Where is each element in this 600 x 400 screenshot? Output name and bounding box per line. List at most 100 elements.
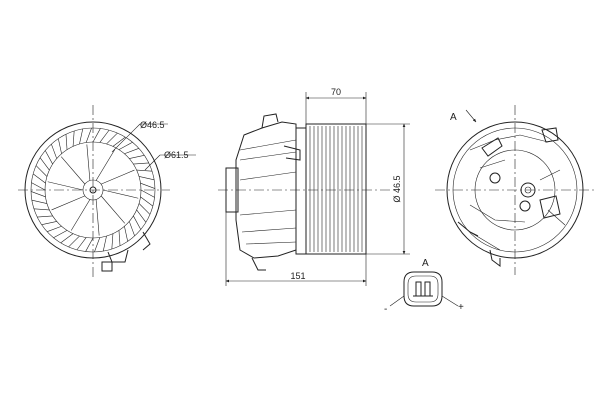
fan-blade: [140, 182, 156, 189]
fan-blade: [128, 221, 135, 237]
fan-blade: [99, 129, 110, 143]
connector-detail-view: A - +: [384, 258, 464, 315]
front-inner-diameter-label: Ø46.5: [140, 120, 165, 130]
fan-blade: [76, 237, 87, 251]
fan-blade: [60, 233, 74, 244]
shaft-center: [89, 186, 97, 194]
side-latch: [283, 145, 301, 161]
outer-housing-ring: [24, 121, 162, 259]
hub-spoke: [100, 169, 135, 185]
fan-blade: [124, 148, 140, 155]
positive-terminal-leader: [441, 295, 459, 307]
side-bottom-tab: [251, 257, 266, 271]
rear-clip-right: [539, 195, 561, 219]
fan-blade: [85, 127, 92, 143]
terminal-pin-positive: [424, 281, 431, 297]
blade-outer-ring: [30, 127, 156, 253]
front-view-fan-wheel: Ø46.5 Ø61.5: [18, 105, 196, 278]
fan-blade: [140, 189, 155, 198]
terminal-pin-negative: [415, 281, 422, 297]
fan-blade: [112, 136, 126, 147]
connector-stub: [101, 261, 113, 272]
left-end-cap: [225, 167, 239, 213]
fan-blade: [44, 150, 53, 165]
side-diameter-label: Ø 46.5: [392, 175, 402, 202]
fan-blade: [94, 237, 101, 253]
rear-clip-top: [541, 127, 559, 143]
fan-blade-group: [30, 127, 156, 253]
fan-blade: [35, 165, 48, 177]
hub-spoke: [95, 199, 100, 236]
connector-view-marker: A: [422, 258, 429, 269]
hub-spoke: [51, 195, 86, 211]
side-depth-label: 70: [331, 87, 341, 97]
rear-frame-struts: [469, 134, 566, 251]
fan-blade: [133, 162, 149, 165]
hub-spoke: [61, 156, 86, 185]
rear-shaft-boss: [520, 182, 536, 198]
fan-blade: [111, 233, 114, 250]
fan-blade: [31, 199, 48, 204]
fan-cage: [305, 123, 367, 255]
fan-blade: [68, 235, 80, 248]
fan-blade: [118, 141, 133, 150]
hub-spoke: [100, 195, 125, 224]
hub-spoke: [70, 199, 91, 231]
fan-blade: [46, 225, 62, 232]
fan-blade: [133, 215, 142, 230]
inner-diameter-leader: [111, 123, 141, 153]
rear-mount-left: [457, 221, 479, 237]
fan-blade: [106, 132, 118, 145]
fan-blade: [140, 196, 154, 207]
housing-top-clip: [261, 113, 279, 129]
side-view-blower: 70 Ø 46.5 151: [218, 87, 410, 286]
fan-blade: [30, 191, 46, 198]
connector-inner-wall: [407, 275, 439, 303]
fan-blade: [129, 155, 145, 159]
connector-housing: [403, 271, 443, 307]
fan-blade: [32, 173, 46, 184]
fan-blade: [136, 169, 153, 172]
hub-spoke: [102, 189, 139, 199]
motor-housing-outline: [235, 121, 297, 259]
hub-spokes: [47, 144, 139, 236]
fan-blade: [102, 235, 107, 252]
front-outer-diameter-label: Ø61.5: [164, 150, 189, 160]
fan-blade: [124, 226, 128, 242]
fan-fins: [309, 126, 363, 252]
hub-ring: [82, 179, 104, 201]
hub-spoke: [95, 149, 116, 181]
housing-ribs: [239, 139, 297, 245]
fan-blade: [85, 237, 94, 252]
fan-blade: [136, 209, 147, 223]
flange-plate: [295, 127, 307, 255]
fan-blade: [138, 203, 151, 215]
fan-blade: [39, 157, 50, 171]
fan-blade: [138, 176, 155, 181]
hub-spoke: [47, 181, 84, 191]
hub-spoke: [86, 144, 91, 181]
fan-blade: [41, 221, 57, 225]
fan-blade: [79, 128, 84, 145]
fan-blade: [92, 128, 101, 143]
terminal-positive-label: +: [458, 302, 464, 313]
fan-blade: [58, 138, 62, 154]
rear-motor-ring: [474, 149, 556, 231]
rear-outer-ring: [446, 121, 584, 259]
fan-blade: [31, 182, 46, 191]
fan-blade: [72, 130, 75, 147]
rear-clip-upper: [481, 137, 503, 157]
fan-blade: [37, 215, 53, 218]
fan-blade: [65, 134, 68, 150]
negative-terminal-leader: [389, 295, 405, 307]
rear-view-marker: A: [450, 112, 457, 123]
rear-bearing-left: [489, 172, 501, 184]
fan-blade: [118, 230, 121, 246]
rear-view-motor: A: [435, 105, 595, 275]
side-mount-tab: [142, 231, 151, 251]
rear-bearing-lower: [519, 200, 531, 212]
rear-inner-ring: [452, 127, 578, 253]
side-length-label: 151: [290, 271, 305, 281]
fan-blade: [53, 230, 68, 239]
